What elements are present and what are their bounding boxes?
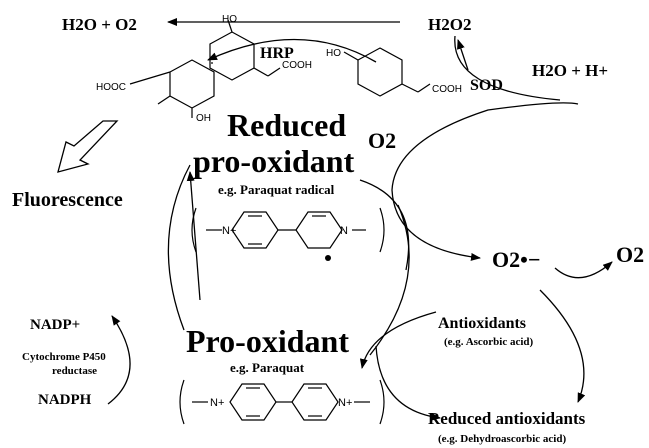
paraquat-structure [179, 379, 385, 425]
chem-n-radical: N [340, 225, 348, 237]
example-reduced: e.g. Paraquat radical [218, 182, 335, 197]
arrow-left-up [186, 171, 201, 301]
label-h2o2: H2O2 [428, 15, 471, 34]
title-pro-oxidant: Pro-oxidant [186, 323, 349, 359]
label-cyp-2: reductase [52, 365, 97, 377]
label-cyp-1: Cytochrome P450 [22, 351, 106, 363]
label-o2-top: O2 [368, 128, 396, 153]
label-reduced-antioxidants: Reduced antioxidants [428, 409, 586, 428]
arrow-nadph-to-nadp [107, 315, 131, 405]
label-superoxide: O2•− [492, 247, 540, 272]
chem-cooh-a: COOH [282, 60, 312, 71]
label-o2-right: O2 [616, 242, 644, 267]
chem-ho-top: HO [222, 14, 237, 25]
chem-n-plus-radical: N+ [222, 225, 236, 237]
label-fluorescence: Fluorescence [12, 189, 123, 211]
label-antioxidants: Antioxidants [438, 315, 526, 332]
label-sod: SOD [470, 77, 503, 94]
chem-cooh-b: COOH [432, 84, 462, 95]
label-h2o-h: H2O + H+ [532, 61, 608, 80]
label-nadph: NADPH [38, 392, 92, 408]
arrow-superoxide-to-o2 [554, 261, 613, 279]
label-hrp: HRP [260, 45, 294, 62]
arrow-to-reduced-antioxidants [375, 345, 441, 421]
chem-ho-substrate: HO [326, 48, 341, 59]
label-nadp: NADP+ [30, 317, 80, 333]
dimer-molecule [129, 19, 281, 118]
chem-oh-bottom: OH [196, 113, 211, 124]
label-reduced-antioxidants-example: (e.g. Dehydroascorbic acid) [438, 433, 566, 445]
arrow-sod-head [457, 39, 469, 71]
title-reduced: Reduced [227, 107, 346, 143]
arc-left-up [167, 164, 191, 331]
arrow-hrp [207, 38, 377, 63]
example-pro-oxidant: e.g. Paraquat [230, 360, 305, 375]
label-antioxidants-example: (e.g. Ascorbic acid) [444, 336, 534, 348]
arrow-antioxidants-to-pro-oxidant [359, 311, 437, 369]
label-h2o-o2: H2O + O2 [62, 15, 137, 34]
chem-n-plus-left: N+ [210, 397, 224, 409]
substrate-molecule [343, 47, 431, 97]
arc-right-upper [359, 179, 410, 271]
arc-right-down [369, 204, 410, 356]
title-pro-oxidant-reduced: pro-oxidant [193, 143, 355, 179]
chem-n-plus-right: N+ [338, 397, 352, 409]
fluorescence-arrow [57, 120, 119, 173]
radical-dot [325, 255, 331, 261]
arrow-o2-to-superoxide [391, 102, 579, 261]
chem-hooc: HOOC [96, 82, 126, 93]
arrow-sod [454, 35, 561, 101]
paraquat-radical-structure [191, 207, 385, 253]
arrow-superoxide-to-reduced-antioxidants [539, 289, 586, 403]
